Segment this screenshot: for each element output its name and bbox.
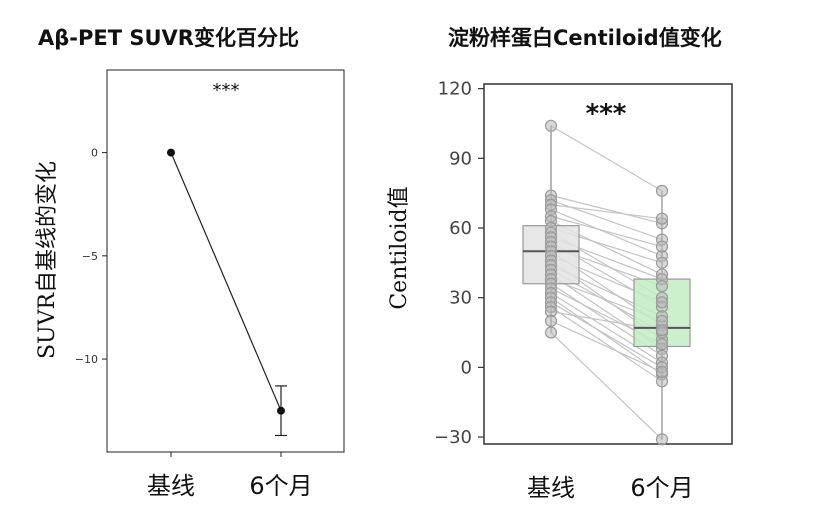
right-pair-line (550, 292, 663, 364)
right-data-point (655, 256, 669, 269)
right-data-point (655, 365, 669, 379)
left-chart-title: Aβ-PET SUVR变化百分比 (38, 26, 299, 50)
right-ylabel: Centiloid值 (387, 186, 412, 309)
right-xcat-6months: 6个月 (630, 474, 693, 502)
right-pair-line (550, 301, 663, 368)
right-data-point (655, 296, 669, 309)
right-pair-line (550, 306, 663, 382)
left-significance: *** (213, 80, 240, 101)
right-pair-line (550, 125, 663, 192)
right-ytick-label: 30 (449, 288, 472, 309)
right-data-point (655, 279, 669, 293)
left-data-point (167, 148, 175, 157)
left-xcat-baseline: 基线 (147, 472, 195, 500)
right-plot-frame (483, 83, 733, 445)
right-ytick-label: 0 (461, 357, 472, 378)
right-ytick-label: 60 (449, 218, 472, 239)
right-chart: 120 90 60 30 0 −30 *** Centiloid值 基线 6个月 (387, 79, 733, 502)
right-data-point (655, 338, 669, 351)
right-data-point (544, 119, 558, 132)
left-data-point (277, 406, 285, 415)
right-ytick-label: 90 (449, 148, 472, 169)
right-pair-line (550, 194, 663, 224)
left-ytick-label: 0 (91, 147, 98, 160)
right-pair-line (550, 320, 663, 373)
left-plot-frame (106, 69, 345, 453)
left-ytick-label: −5 (82, 250, 98, 263)
right-data-point (655, 324, 669, 337)
right-pair-line (550, 215, 663, 248)
right-chart-title: 淀粉样蛋白Centiloid值变化 (448, 26, 722, 50)
right-ytick-label: 120 (438, 79, 472, 100)
left-ytick-label: −10 (75, 353, 98, 366)
right-data-point (544, 314, 558, 328)
right-data-point (544, 326, 558, 339)
right-ytick-label: −30 (434, 427, 472, 448)
right-significance: *** (586, 99, 627, 129)
right-pair-line (550, 208, 663, 257)
right-pair-line (550, 204, 663, 220)
right-data-point (655, 433, 669, 446)
right-pair-line (550, 332, 663, 440)
right-data-point (655, 240, 669, 253)
left-chart: 0 −5 −10 *** SUVR自基线的变化 基线 6个月 (35, 69, 345, 500)
right-data-point (655, 212, 669, 225)
right-pair-line (550, 297, 663, 375)
left-xcat-6months: 6个月 (249, 472, 312, 500)
right-data-point (655, 184, 669, 197)
left-ylabel: SUVR自基线的变化 (35, 161, 60, 359)
left-series-line (170, 152, 282, 411)
right-xcat-baseline: 基线 (527, 474, 575, 502)
